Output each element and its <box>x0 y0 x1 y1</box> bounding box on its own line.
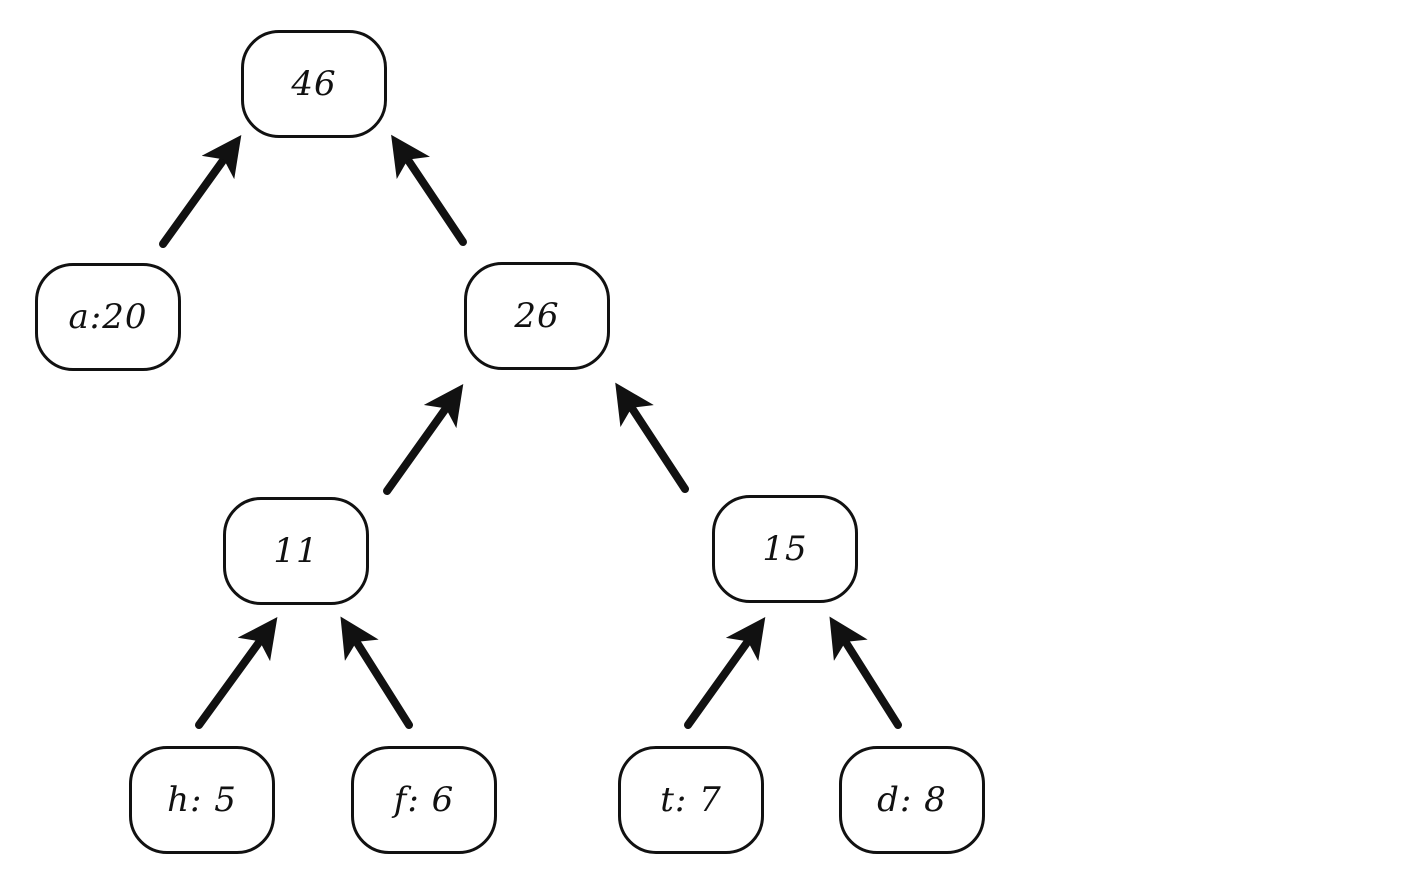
node-46: 46 <box>241 30 387 138</box>
node-26-label: 26 <box>514 296 560 336</box>
edge-d8-to-15 <box>829 616 902 729</box>
node-f-6-label: f: 6 <box>393 780 455 820</box>
node-a-20-label: a:20 <box>68 297 148 337</box>
edge-15-to-26 <box>615 382 689 493</box>
node-d-8-label: d: 8 <box>877 780 947 820</box>
edge-f6-to-11 <box>340 616 413 729</box>
node-d-8: d: 8 <box>839 746 985 854</box>
node-26: 26 <box>464 262 610 370</box>
node-11: 11 <box>223 497 369 605</box>
node-46-label: 46 <box>291 64 337 104</box>
node-15: 15 <box>712 495 858 603</box>
edge-26-to-46 <box>391 134 467 246</box>
node-t-7-label: t: 7 <box>660 780 722 820</box>
edge-h5-to-11 <box>195 617 278 729</box>
node-15-label: 15 <box>762 529 808 569</box>
node-t-7: t: 7 <box>618 746 764 854</box>
edge-a20-to-46 <box>159 135 242 248</box>
edge-11-to-26 <box>383 383 464 495</box>
node-11-label: 11 <box>273 531 319 571</box>
node-h-5-label: h: 5 <box>167 780 237 820</box>
node-f-6: f: 6 <box>351 746 497 854</box>
node-a-20: a:20 <box>35 263 181 371</box>
node-h-5: h: 5 <box>129 746 275 854</box>
edge-t7-to-15 <box>684 616 766 729</box>
